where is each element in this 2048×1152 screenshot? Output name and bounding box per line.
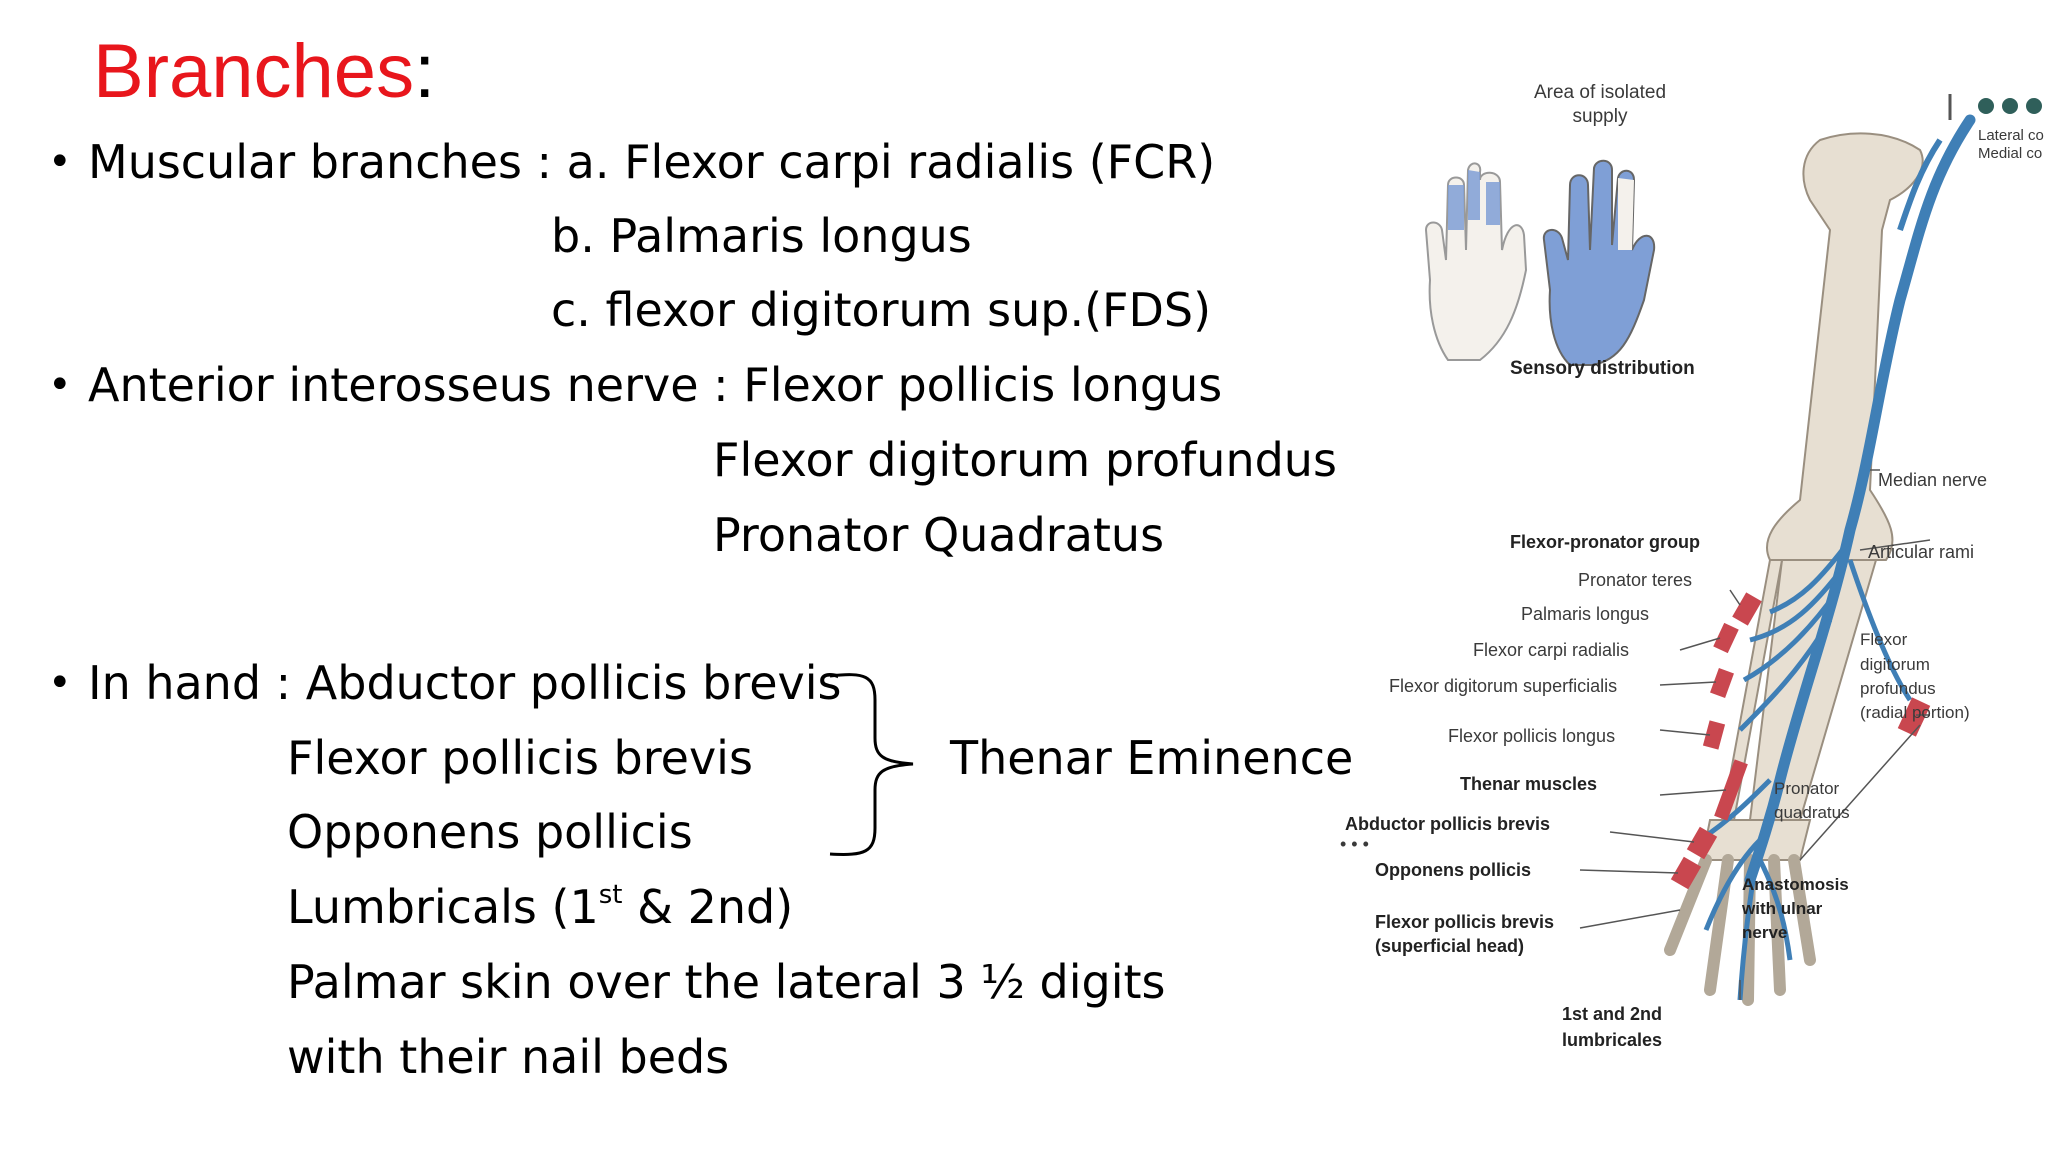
- label-fdp-1: Flexor: [1860, 630, 1908, 649]
- bullet-dot: •: [48, 660, 72, 706]
- title-text: Branches: [93, 29, 415, 114]
- label-sensory: Sensory distribution: [1510, 358, 1695, 379]
- label-isolated-2: supply: [1573, 106, 1628, 127]
- thenar-eminence-label: Thenar Eminence: [950, 731, 1354, 785]
- label-fpb-1: Flexor pollicis brevis: [1375, 912, 1554, 932]
- label-palmaris: Palmaris longus: [1521, 604, 1649, 624]
- fds-line: c. flexor digitorum sup.(FDS): [551, 283, 1212, 337]
- bullet-dot: •: [48, 139, 72, 185]
- label-median-nerve: Median nerve: [1878, 470, 1987, 490]
- lumbricals-text-end: & 2nd): [622, 880, 794, 934]
- label-pq-2: quadratus: [1774, 803, 1850, 822]
- label-fpl: Flexor pollicis longus: [1448, 726, 1615, 746]
- anterior-interosseus-line: Anterior interosseus nerve : Flexor poll…: [88, 358, 1223, 412]
- label-fds: Flexor digitorum superficialis: [1389, 676, 1617, 696]
- in-hand-line: In hand : Abductor pollicis brevis: [88, 656, 842, 710]
- label-fdp-4: (radial portion): [1860, 703, 1970, 722]
- label-lateral-cord: Lateral co: [1978, 127, 2044, 144]
- label-lumb-2: lumbricales: [1562, 1030, 1662, 1050]
- label-isolated-1: Area of isolated: [1534, 82, 1666, 103]
- label-anast-3: nerve: [1742, 923, 1787, 942]
- nerve-branches: [1698, 538, 1913, 1001]
- label-pronator-teres: Pronator teres: [1578, 570, 1692, 590]
- thenar-brace: [829, 673, 914, 856]
- palmar-skin-line: Palmar skin over the lateral 3 ½ digits: [287, 955, 1166, 1009]
- label-fdp-3: profundus: [1860, 679, 1936, 698]
- opponens-line: Opponens pollicis: [287, 805, 693, 859]
- median-nerve: [1744, 114, 1976, 886]
- fdp-line: Flexor digitorum profundus: [713, 433, 1337, 487]
- label-opponens: Opponens pollicis: [1375, 860, 1531, 880]
- pronator-quadratus-line: Pronator Quadratus: [713, 508, 1165, 562]
- fpb-line: Flexor pollicis brevis: [287, 731, 753, 785]
- label-thenar: Thenar muscles: [1460, 774, 1597, 794]
- sensory-hands: [1424, 159, 1656, 366]
- lumbricals-text: Lumbricals (1: [287, 880, 599, 934]
- nail-beds-line: with their nail beds: [287, 1030, 730, 1084]
- lateral-root: [1897, 138, 1943, 231]
- label-flexor-pronator: Flexor-pronator group: [1510, 532, 1700, 552]
- arm-skeleton: [1664, 132, 1924, 1006]
- title-colon: :: [414, 29, 436, 114]
- bullet-dot: •: [48, 362, 72, 408]
- label-fpb-2: (superficial head): [1375, 936, 1524, 956]
- label-fcr: Flexor carpi radialis: [1473, 640, 1629, 660]
- lumbricals-sup: st: [598, 879, 623, 910]
- palmaris-longus-line: b. Palmaris longus: [551, 209, 972, 263]
- leader-lines: [1579, 469, 1931, 1000]
- label-apb: Abductor pollicis brevis: [1345, 814, 1550, 834]
- label-ellipsis: • • •: [1340, 834, 1369, 854]
- label-articular: Articular rami: [1868, 542, 1974, 562]
- lumbricals-line: Lumbricals (1st & 2nd): [287, 877, 793, 937]
- label-lumb-1: 1st and 2nd: [1562, 1004, 1662, 1024]
- label-anast-1: Anastomosis: [1742, 875, 1849, 894]
- label-fdp-2: digitorum: [1860, 655, 1930, 674]
- muscular-branches-line: Muscular branches : a. Flexor carpi radi…: [88, 135, 1216, 189]
- label-pq-1: Pronator: [1774, 779, 1840, 798]
- median-nerve-figure: Area of isolated supply Sensory distribu…: [1340, 82, 2044, 1050]
- slide-title: Branches:: [93, 22, 435, 122]
- label-medial-cord: Medial co: [1978, 145, 2042, 162]
- muscle-patches: [1670, 592, 1931, 890]
- cord-legend: Lateral co Medial co: [1948, 94, 2044, 162]
- label-anast-2: with ulnar: [1741, 899, 1823, 918]
